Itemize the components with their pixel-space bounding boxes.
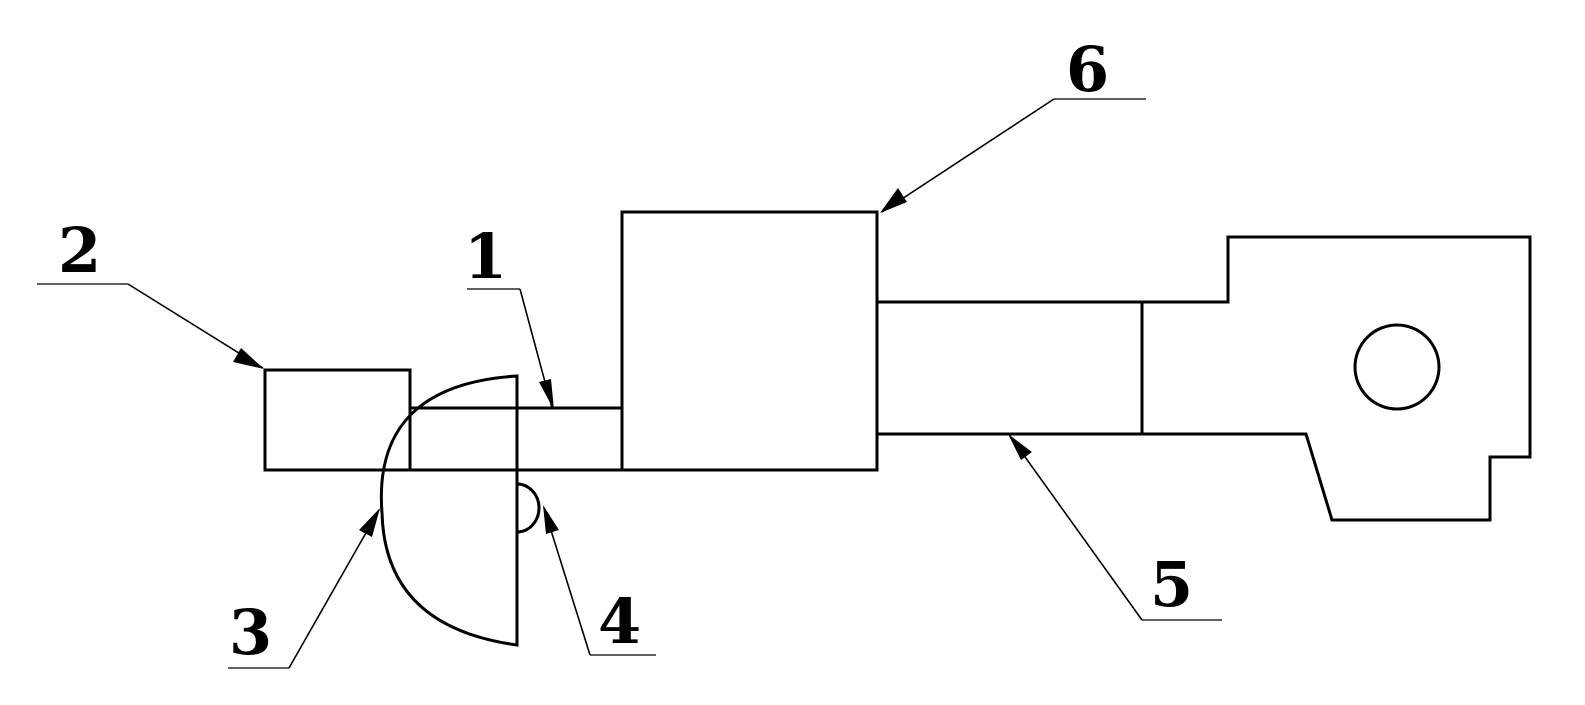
callout-5-arrowhead <box>1008 434 1032 460</box>
end-plate <box>1142 235 1532 522</box>
callout-6-leader <box>881 98 1055 213</box>
callout-3: 3 <box>228 508 380 669</box>
part-3-half-disc <box>379 374 519 647</box>
callout-1: 1 <box>464 220 554 410</box>
callout-4: 4 <box>543 505 656 658</box>
callout-5-leader <box>1009 435 1143 621</box>
callout-6-number: 6 <box>1066 33 1109 106</box>
callout-2: 2 <box>37 214 264 369</box>
part-4-bump <box>516 482 541 534</box>
callout-4-arrowhead <box>543 505 559 534</box>
callout-4-number: 4 <box>598 585 641 658</box>
callout-5: 5 <box>1008 434 1222 621</box>
callout-3-arrowhead <box>359 508 380 537</box>
callout-6-arrowhead <box>880 188 907 213</box>
callout-6: 6 <box>880 33 1146 213</box>
callout-3-number: 3 <box>229 596 272 669</box>
callout-4-leader <box>543 507 591 656</box>
callout-2-number: 2 <box>58 214 101 287</box>
callout-2-arrowhead <box>233 348 264 369</box>
callout-3-leader <box>288 509 380 669</box>
end-plate-hole <box>1353 323 1441 411</box>
callout-5-number: 5 <box>1150 548 1193 621</box>
part-5-bar <box>875 300 1144 436</box>
callout-1-number: 1 <box>464 220 507 293</box>
part-6-block <box>620 210 879 472</box>
callout-1-arrowhead <box>539 379 554 410</box>
